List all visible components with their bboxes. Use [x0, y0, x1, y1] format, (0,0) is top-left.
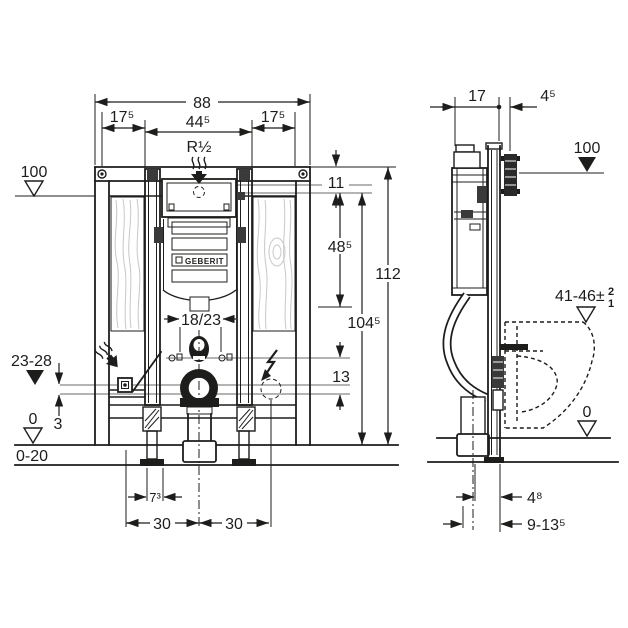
wc-bowl-outline — [504, 321, 595, 429]
dim-top-to-supply: 11 — [322, 150, 349, 208]
dim-bowl-height-tol-minus: 1 — [608, 298, 614, 310]
mounting-bolt — [500, 344, 528, 350]
dim-bowl-height-label: 41-46± — [555, 288, 605, 305]
dim-front-offset-label: 4⁵ — [540, 88, 556, 105]
open-triangle-icon — [23, 180, 45, 198]
dim-supply-to-tank-bottom-label: 48⁵ — [328, 239, 352, 256]
dim-rail-depth: 4⁸ — [456, 464, 543, 532]
open-triangle-icon — [575, 306, 597, 324]
dim-bolt-spacing: 18/23 — [164, 312, 236, 352]
dim-bowl-height: 41-46± 2 1 — [555, 286, 614, 324]
dim-offset-left-label: 17⁵ — [110, 109, 134, 126]
cistern-side — [451, 144, 488, 296]
lightning-icon — [261, 349, 278, 381]
dim-center-width-label: 44⁵ — [186, 114, 210, 131]
drain-side — [456, 390, 490, 530]
dim-supply-to-floor: 104⁵ — [343, 193, 385, 445]
dim-rail-depth-label: 4⁸ — [527, 490, 543, 507]
dim-overall-width: 88 — [95, 94, 310, 112]
dim-frame-depth: 17 — [430, 88, 502, 146]
dim-frame-depth-label: 17 — [468, 88, 486, 105]
level-panel-top-side-label: 100 — [574, 140, 601, 157]
dim-level-gap-label: 3 — [54, 416, 63, 433]
open-triangle-icon — [576, 420, 598, 438]
geberit-logo: GEBERIT — [175, 256, 224, 266]
level-floor-front: 0 — [22, 411, 44, 445]
dim-level-gap: 3 — [54, 363, 64, 433]
dim-supply-to-floor-label: 104⁵ — [347, 315, 380, 332]
wood-panel-left — [110, 196, 145, 332]
level-water-supply: 23-28 — [11, 353, 52, 385]
flush-pipe — [442, 292, 489, 403]
dim-bolt-spacing-label: 18/23 — [181, 312, 221, 329]
filled-triangle-icon — [578, 157, 596, 172]
dim-bolts-to-outlet: 13 — [329, 342, 353, 410]
front-view: GEBERIT — [11, 94, 404, 533]
electrical-connection-point — [260, 378, 282, 400]
supply-thread-label: R½ — [187, 139, 212, 156]
dim-leg-width: 7³ — [128, 490, 182, 505]
water-supply-connection — [94, 341, 163, 398]
supply-thread: R½ — [187, 139, 212, 198]
element-rails — [144, 168, 253, 406]
dim-outlet-depth-label: 9-13⁵ — [527, 517, 566, 534]
dim-overall-height-label: 112 — [375, 266, 401, 283]
dim-leg-width-label: 7³ — [149, 490, 161, 505]
filled-triangle-icon — [26, 370, 44, 385]
dim-overall-width-label: 88 — [193, 95, 211, 112]
dim-offset-right: 17⁵ — [252, 109, 295, 133]
dim-bolts-to-outlet-label: 13 — [332, 369, 350, 386]
dim-center-width: 44⁵ — [145, 114, 252, 137]
level-floor-side-label: 0 — [583, 404, 592, 421]
open-triangle-icon — [22, 427, 44, 445]
water-supply-icon-top — [191, 156, 207, 184]
mounting-rail — [484, 142, 528, 463]
dim-span-left-label: 30 — [153, 516, 171, 533]
dim-outlet-depth: 9-13⁵ — [443, 506, 566, 534]
dim-span-right-label: 30 — [225, 516, 243, 533]
level-water-supply-label: 23-28 — [11, 353, 52, 370]
geberit-logo-text: GEBERIT — [185, 257, 224, 266]
floor-buildup-label: 0-20 — [16, 448, 48, 465]
level-panel-top-side: 100 — [519, 140, 604, 174]
concealed-cistern: GEBERIT — [161, 178, 237, 312]
dim-offset-right-label: 17⁵ — [261, 109, 285, 126]
fixing-bolt-right — [218, 354, 226, 362]
dim-offset-left: 17⁵ — [102, 109, 145, 133]
level-floor-front-label: 0 — [29, 411, 38, 428]
drain-assembly — [168, 330, 233, 528]
level-panel-top-front-label: 100 — [21, 164, 48, 181]
dim-spans: 30 30 — [126, 515, 269, 533]
element-legs — [140, 406, 256, 466]
side-view: 17 4⁵ 100 41-46± 2 1 0 — [427, 88, 619, 534]
dim-overall-height: 112 — [373, 167, 404, 445]
dim-front-offset: 4⁵ — [509, 88, 556, 151]
electrical-connection — [260, 349, 282, 527]
water-supply-icon-bottom — [94, 341, 118, 368]
fixing-bolt-left — [168, 354, 176, 362]
floor-buildup: 0-20 — [16, 448, 48, 465]
dim-top-to-supply-label: 11 — [328, 175, 345, 192]
dim-extension-lines-bottom — [125, 450, 164, 527]
level-floor-side: 0 — [576, 404, 598, 438]
level-panel-top-front: 100 — [15, 164, 95, 198]
supply-connection-point — [193, 186, 205, 198]
wood-panel-right — [252, 196, 296, 332]
dim-bowl-height-tol-plus: 2 — [608, 286, 614, 298]
dim-supply-to-tank-bottom: 48⁵ — [325, 193, 356, 307]
wall-covering — [501, 154, 520, 196]
